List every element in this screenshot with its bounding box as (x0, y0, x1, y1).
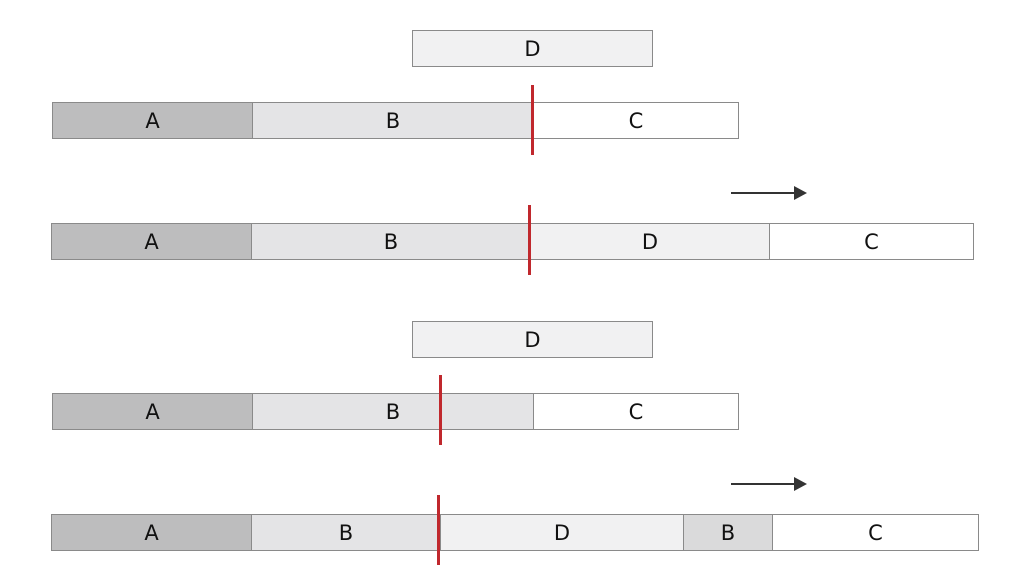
segment-a: A (51, 223, 252, 260)
segment-b: B (252, 102, 534, 139)
segment-d: D (530, 223, 770, 260)
split-marker (439, 375, 442, 445)
segment-c: C (533, 393, 739, 430)
right-arrow-icon (731, 477, 807, 491)
segment-c: C (769, 223, 974, 260)
segment-a: A (52, 102, 253, 139)
segment-b: B (251, 223, 531, 260)
split-marker (437, 495, 440, 565)
segment-a: A (52, 393, 253, 430)
segment-b: B (683, 514, 773, 551)
split-marker (531, 85, 534, 155)
segment-a: A (51, 514, 252, 551)
insert-block-d: D (412, 321, 653, 358)
segment-c: C (533, 102, 739, 139)
segment-b: B (252, 393, 534, 430)
right-arrow-icon (731, 186, 807, 200)
segment-b: B (251, 514, 441, 551)
insert-block-d: D (412, 30, 653, 67)
segment-d: D (440, 514, 684, 551)
segment-c: C (772, 514, 979, 551)
split-marker (528, 205, 531, 275)
